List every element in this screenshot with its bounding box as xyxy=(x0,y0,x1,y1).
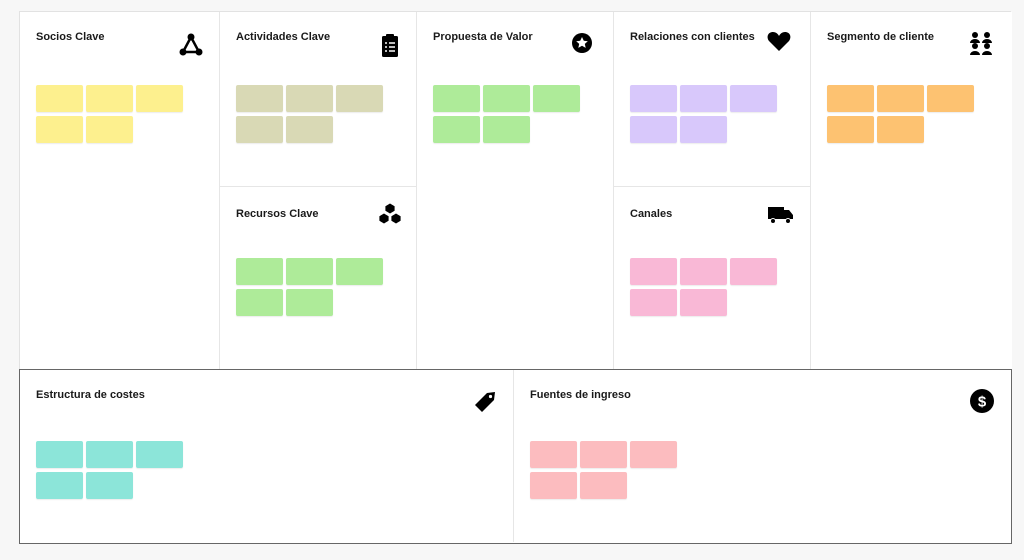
sticky-note[interactable] xyxy=(580,441,627,468)
sticky-notes xyxy=(630,85,782,143)
network-icon xyxy=(179,33,203,56)
sticky-note[interactable] xyxy=(877,116,924,143)
cubes-icon xyxy=(378,202,402,225)
sticky-notes xyxy=(236,258,388,316)
sticky-note[interactable] xyxy=(483,85,530,112)
block-title: Propuesta de Valor xyxy=(433,31,533,43)
block-title: Estructura de costes xyxy=(36,389,145,401)
sticky-note[interactable] xyxy=(36,116,83,143)
sticky-notes xyxy=(236,85,388,143)
sticky-note[interactable] xyxy=(86,472,133,499)
block-title: Recursos Clave xyxy=(236,208,319,220)
bottom-row: Estructura de costes Fuentes de ingreso … xyxy=(19,369,1012,544)
sticky-notes xyxy=(36,85,188,143)
sticky-notes xyxy=(530,441,682,499)
sticky-note[interactable] xyxy=(136,441,183,468)
star-badge-icon xyxy=(572,33,592,53)
sticky-note[interactable] xyxy=(533,85,580,112)
truck-icon xyxy=(768,207,793,224)
sticky-note[interactable] xyxy=(336,258,383,285)
sticky-note[interactable] xyxy=(286,289,333,316)
sticky-notes xyxy=(827,85,979,143)
svg-text:$: $ xyxy=(978,394,987,411)
block-title: Socios Clave xyxy=(36,31,105,43)
block-title: Segmento de cliente xyxy=(827,31,934,43)
sticky-note[interactable] xyxy=(630,289,677,316)
sticky-note[interactable] xyxy=(680,289,727,316)
sticky-note[interactable] xyxy=(680,116,727,143)
sticky-notes xyxy=(433,85,585,143)
sticky-note[interactable] xyxy=(286,85,333,112)
block-title: Fuentes de ingreso xyxy=(530,389,631,401)
sticky-note[interactable] xyxy=(630,85,677,112)
sticky-note[interactable] xyxy=(530,441,577,468)
sticky-note[interactable] xyxy=(36,85,83,112)
sticky-note[interactable] xyxy=(86,85,133,112)
sticky-note[interactable] xyxy=(36,441,83,468)
block-estructura-de-costes[interactable]: Estructura de costes xyxy=(20,370,514,542)
block-relaciones-con-clientes[interactable]: Relaciones con clientes xyxy=(614,12,811,187)
block-title: Canales xyxy=(630,208,673,220)
sticky-note[interactable] xyxy=(530,472,577,499)
block-fuentes-de-ingreso[interactable]: Fuentes de ingreso $ xyxy=(514,370,1010,542)
sticky-note[interactable] xyxy=(877,85,924,112)
sticky-note[interactable] xyxy=(580,472,627,499)
block-actividades-clave[interactable]: Actividades Clave xyxy=(220,12,417,187)
sticky-notes xyxy=(36,441,188,499)
business-model-canvas: Socios Clave Actividades Clave Recursos … xyxy=(19,11,1012,370)
heart-icon xyxy=(767,32,791,51)
sticky-note[interactable] xyxy=(680,85,727,112)
sticky-note[interactable] xyxy=(86,116,133,143)
dollar-circle-icon: $ xyxy=(970,389,994,413)
sticky-notes xyxy=(630,258,782,316)
sticky-note[interactable] xyxy=(236,116,283,143)
sticky-note[interactable] xyxy=(630,116,677,143)
sticky-note[interactable] xyxy=(286,116,333,143)
block-propuesta-de-valor[interactable]: Propuesta de Valor xyxy=(417,12,614,370)
sticky-note[interactable] xyxy=(236,85,283,112)
block-title: Relaciones con clientes xyxy=(630,31,755,43)
sticky-note[interactable] xyxy=(36,472,83,499)
sticky-note[interactable] xyxy=(286,258,333,285)
block-socios-clave[interactable]: Socios Clave xyxy=(20,12,220,370)
users-icon xyxy=(970,32,992,55)
sticky-note[interactable] xyxy=(336,85,383,112)
sticky-note[interactable] xyxy=(630,258,677,285)
sticky-note[interactable] xyxy=(680,258,727,285)
sticky-note[interactable] xyxy=(136,85,183,112)
block-segmento-de-cliente[interactable]: Segmento de cliente xyxy=(811,12,1012,370)
sticky-note[interactable] xyxy=(433,116,480,143)
block-recursos-clave[interactable]: Recursos Clave xyxy=(220,187,417,370)
sticky-note[interactable] xyxy=(730,85,777,112)
sticky-note[interactable] xyxy=(927,85,974,112)
clipboard-list-icon xyxy=(382,34,398,57)
sticky-note[interactable] xyxy=(827,116,874,143)
block-canales[interactable]: Canales xyxy=(614,187,811,370)
tag-icon xyxy=(475,392,495,412)
block-title: Actividades Clave xyxy=(236,31,331,43)
sticky-note[interactable] xyxy=(730,258,777,285)
sticky-note[interactable] xyxy=(827,85,874,112)
sticky-note[interactable] xyxy=(86,441,133,468)
sticky-note[interactable] xyxy=(630,441,677,468)
sticky-note[interactable] xyxy=(433,85,480,112)
sticky-note[interactable] xyxy=(236,289,283,316)
sticky-note[interactable] xyxy=(483,116,530,143)
sticky-note[interactable] xyxy=(236,258,283,285)
